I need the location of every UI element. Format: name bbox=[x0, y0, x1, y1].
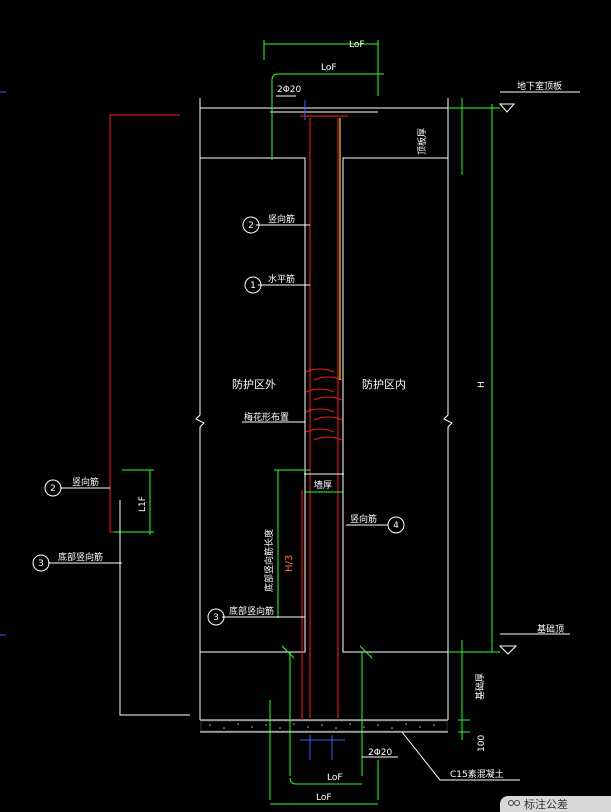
rebar bbox=[109, 114, 348, 720]
status-text: 标注公差 bbox=[524, 798, 568, 811]
inside-zone-label: 防护区内 bbox=[362, 377, 406, 391]
c15-label: C15素混凝土 bbox=[450, 768, 504, 780]
marker-1-num: 1 bbox=[250, 281, 256, 291]
marker-3-left bbox=[32, 554, 50, 572]
lof-top-inner: LoF bbox=[321, 63, 337, 73]
marker-2-upper bbox=[242, 216, 260, 234]
bottom-bar-length-label: 底部竖向筋长度 bbox=[263, 529, 275, 592]
dim-100-label: 100 bbox=[477, 735, 487, 752]
bar-top-label: 2Φ20 bbox=[277, 85, 302, 95]
lof-top-outer: LoF bbox=[349, 40, 365, 50]
height-h-label: H bbox=[477, 381, 487, 388]
basement-slab-label: 地下室顶板 bbox=[517, 80, 562, 92]
vertical-bar-upper-label: 竖向筋 bbox=[268, 213, 295, 225]
dimensions bbox=[114, 40, 500, 805]
status-pill[interactable]: 标注公差 bbox=[500, 796, 611, 812]
bar-bottom-label: 2Φ20 bbox=[368, 748, 393, 758]
h3-label: H/3 bbox=[284, 555, 295, 572]
lof-bottom-inner: LoF bbox=[327, 773, 343, 783]
marker-1 bbox=[244, 276, 262, 294]
bottom-vertical-bar-left-label: 底部竖向筋 bbox=[58, 551, 103, 563]
top-slab-thickness-label: 顶板厚 bbox=[416, 128, 428, 155]
foundation-top-label: 基础顶 bbox=[537, 623, 564, 635]
l1f-label: L1F bbox=[138, 496, 148, 512]
outside-zone-label: 防护区外 bbox=[232, 377, 276, 391]
lof-bottom-outer: LoF bbox=[316, 793, 332, 803]
leaders bbox=[48, 95, 520, 781]
callout-numbers: 2 1 2 3 3 4 bbox=[38, 221, 399, 623]
marker-3-lower-num: 3 bbox=[213, 613, 219, 623]
marker-2-left bbox=[44, 479, 62, 497]
marker-4-num: 4 bbox=[393, 521, 399, 531]
marker-2-left-num: 2 bbox=[50, 484, 56, 494]
callout-markers bbox=[32, 216, 405, 626]
blue-lines bbox=[0, 91, 345, 760]
concrete-outline bbox=[195, 98, 453, 733]
vertical-bar-right-label: 竖向筋 bbox=[350, 513, 377, 525]
level-markers bbox=[498, 91, 580, 655]
marker-2-upper-num: 2 bbox=[248, 221, 254, 231]
marker-3-left-num: 3 bbox=[38, 559, 44, 569]
vertical-bar-left-label: 竖向筋 bbox=[72, 476, 99, 488]
labels: LoF LoF 2Φ20 地下室顶板 顶板厚 竖向筋 水平筋 防护区外 防护区内… bbox=[58, 40, 564, 803]
foundation-thickness-label: 基础厚 bbox=[474, 673, 486, 700]
c15-layer bbox=[200, 720, 448, 732]
bottom-vertical-bar-lower-label: 底部竖向筋 bbox=[229, 605, 274, 617]
wall-thickness-label: 墙厚 bbox=[314, 479, 332, 491]
link-icon bbox=[508, 799, 520, 809]
horizontal-bar-label: 水平筋 bbox=[268, 273, 295, 285]
marker-4 bbox=[387, 516, 405, 534]
marker-3-lower bbox=[207, 608, 225, 626]
plum-layout-label: 梅花形布置 bbox=[244, 411, 289, 423]
